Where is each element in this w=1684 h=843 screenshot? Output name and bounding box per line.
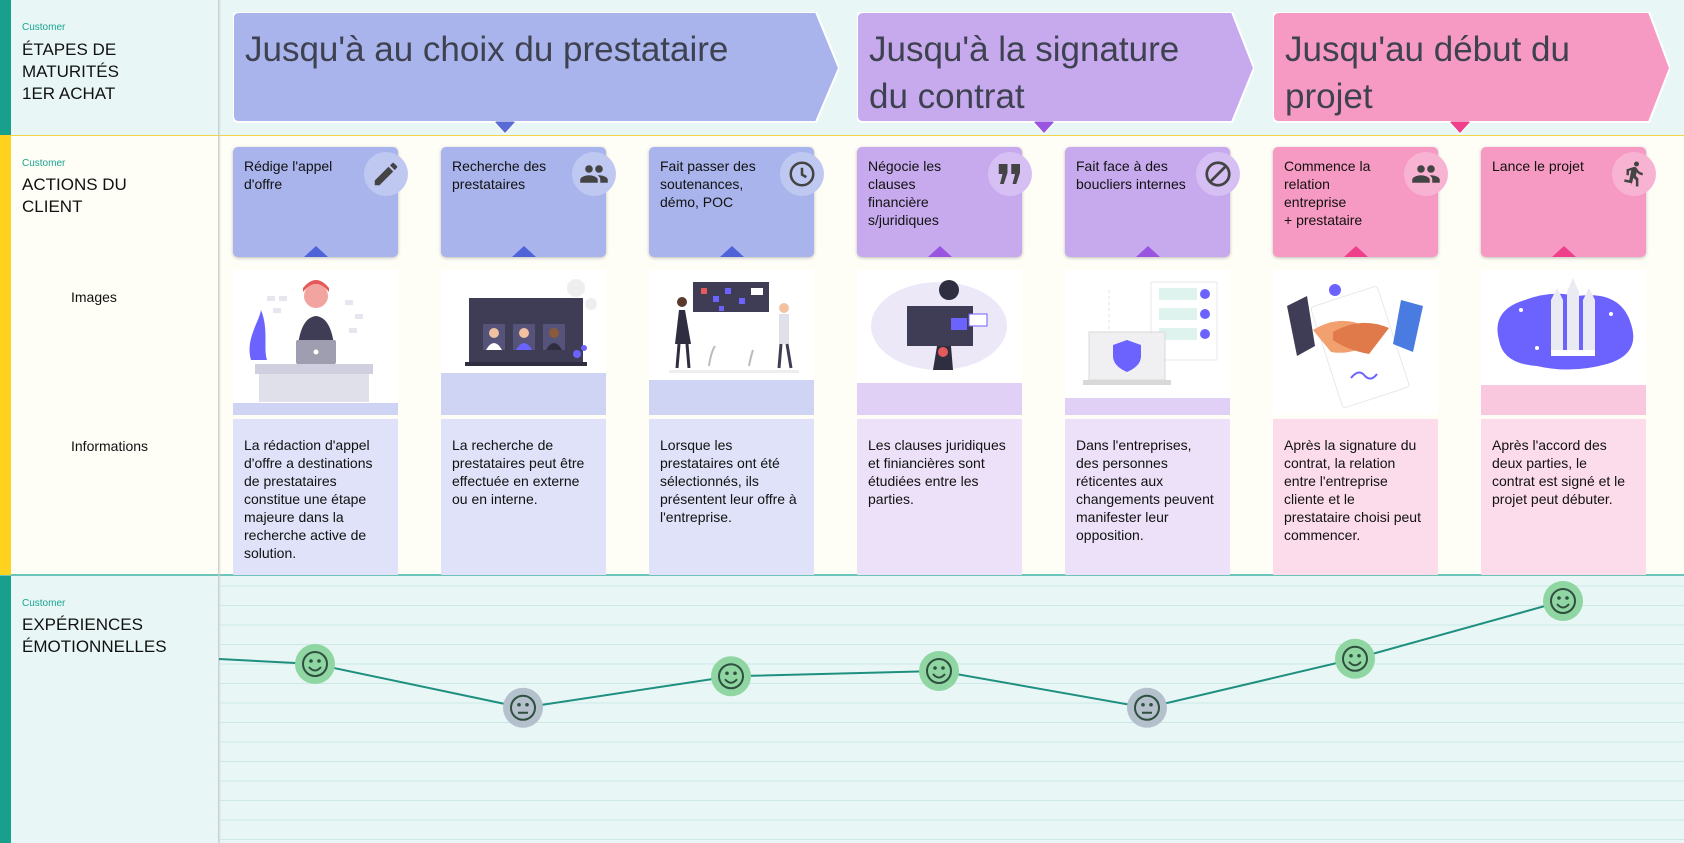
block-icon [1196, 152, 1240, 196]
pencil-icon [364, 152, 408, 196]
card-notch [512, 246, 536, 257]
happy-face-icon [1543, 581, 1583, 621]
emotions-row-title: EXPÉRIENCES ÉMOTIONNELLES [22, 614, 167, 658]
image-band [233, 403, 398, 415]
neutral-face-icon [503, 688, 543, 728]
emotions-color-bar [0, 576, 11, 843]
stages-row-title: ÉTAPES DE MATURITÉS 1ER ACHAT [22, 39, 119, 105]
illustration-presentation [649, 270, 814, 380]
illustration-writer [233, 270, 398, 403]
illustration-security [1065, 270, 1230, 398]
emotions-tag: Customer [22, 598, 65, 609]
card-notch [304, 246, 328, 257]
image-band [857, 383, 1022, 415]
neutral-face-icon [1127, 688, 1167, 728]
card-notch [928, 246, 952, 257]
card-notch [720, 246, 744, 257]
actions-row-title: ACTIONS DU CLIENT [22, 174, 127, 218]
quote-icon [988, 152, 1032, 196]
stages-color-bar [0, 0, 11, 135]
illustration-negotiation [857, 270, 1022, 383]
people-icon [572, 152, 616, 196]
card-notch [1552, 246, 1576, 257]
images-row-label: Images [71, 289, 117, 305]
image-band [649, 380, 814, 415]
action-card[interactable]: Lance le projet [1481, 147, 1646, 257]
action-card-text: Lance le projet [1492, 157, 1604, 175]
happy-face-icon [711, 656, 751, 696]
stages-tag: Customer [22, 22, 65, 33]
happy-face-icon [1335, 639, 1375, 679]
happy-face-icon [295, 644, 335, 684]
stage-arrow-choice[interactable]: Jusqu'à au choix du prestataire [233, 12, 839, 124]
image-band [441, 373, 606, 415]
running-icon [1612, 152, 1656, 196]
clock-icon [780, 152, 824, 196]
emotion-curve [219, 576, 1684, 843]
image-band [1065, 398, 1230, 415]
actions-color-bar [0, 135, 11, 575]
image-band [1481, 385, 1646, 415]
card-notch [1136, 246, 1160, 257]
actions-tag: Customer [22, 158, 65, 169]
happy-face-icon [919, 651, 959, 691]
illustration-video-call [441, 270, 606, 373]
card-notch [1344, 246, 1368, 257]
illustration-rocket [1481, 270, 1646, 385]
illustration-handshake [1273, 270, 1438, 415]
stage-title: Jusqu'à au choix du prestataire [245, 26, 728, 73]
people-icon [1404, 152, 1448, 196]
info-row-label: Informations [71, 438, 148, 454]
